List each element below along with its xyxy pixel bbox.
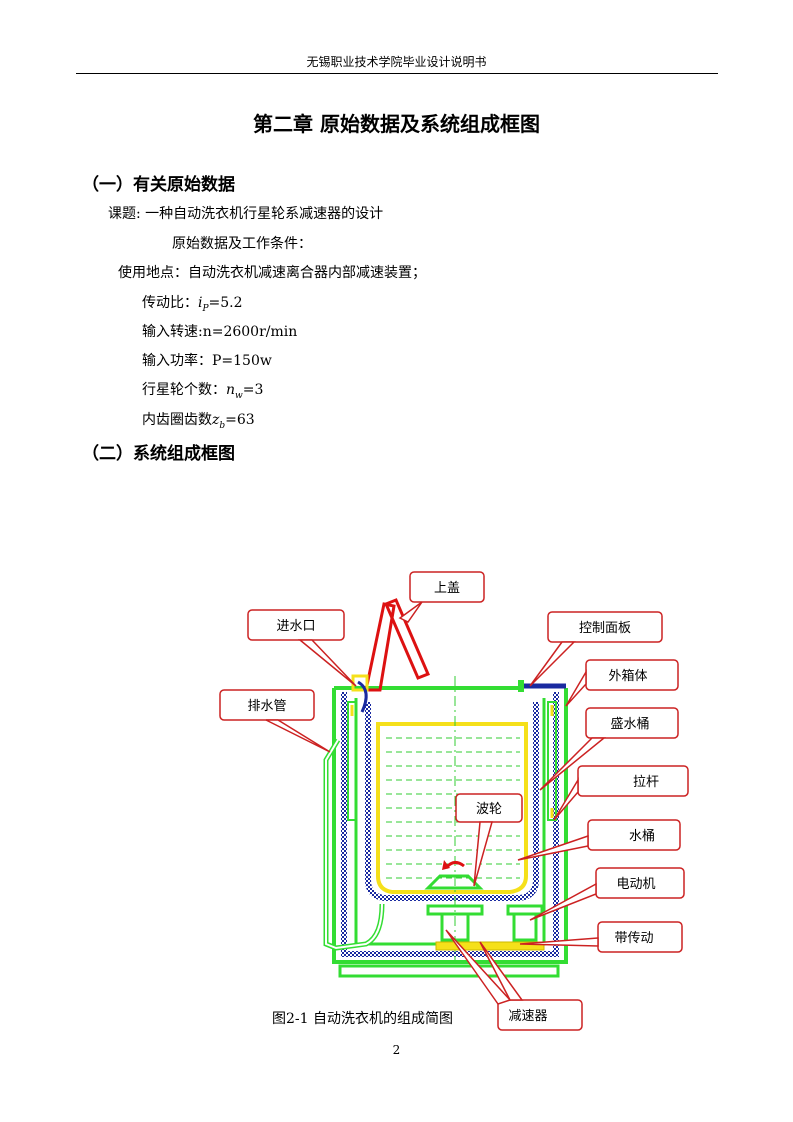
tub-label: 水桶 <box>629 829 655 844</box>
reducer-body <box>440 912 470 942</box>
inlet-pipe <box>357 680 368 713</box>
lid-flap-shape <box>384 598 430 680</box>
panel-label: 控制面板 <box>579 621 631 636</box>
ratio-value: =5.2 <box>208 295 243 311</box>
base-rail <box>338 964 560 978</box>
belt-shape <box>435 941 545 951</box>
impeller-label: 波轮 <box>476 802 502 817</box>
planets-subscript: w <box>235 390 243 401</box>
page-header: 无锡职业技术学院毕业设计说明书 <box>306 55 487 69</box>
inner-wall <box>354 698 546 946</box>
ratio-symbol: i <box>198 295 203 311</box>
left-rod <box>347 701 357 821</box>
rod-label: 拉杆 <box>633 775 659 790</box>
panel-callout-box <box>547 611 663 643</box>
right-rod <box>547 701 557 821</box>
belt-callout-box <box>597 921 683 953</box>
figure-caption: 图2-1 自动洗衣机的组成简图 <box>272 1011 453 1027</box>
lid-callout-box <box>409 571 485 603</box>
impeller-callout-box <box>455 793 523 823</box>
motor-callout-box <box>595 867 685 899</box>
planets-line: 行星轮个数：nw=3 <box>142 379 263 401</box>
cabinet-label: 外箱体 <box>608 668 647 684</box>
teeth-symbol: z <box>212 412 220 428</box>
outer-cabinet-shape <box>332 688 568 964</box>
ratio-line: 传动比：iP=5.2 <box>142 292 243 314</box>
motor-label: 电动机 <box>616 877 655 892</box>
topic-line: 课题: 一种自动洗衣机行星轮系减速器的设计 <box>108 206 384 222</box>
planets-value: =3 <box>242 382 264 398</box>
ratio-subscript: P <box>202 303 209 314</box>
outer-tub-label: 盛水桶 <box>610 717 649 732</box>
drain-label: 排水管 <box>247 699 286 714</box>
teeth-subscript: b <box>219 420 226 431</box>
motor-body <box>512 912 538 942</box>
section2-heading: （二）系统组成框图 <box>82 444 235 464</box>
teeth-value: =63 <box>225 412 255 428</box>
lid-label: 上盖 <box>434 581 460 596</box>
water-tub-shape <box>376 722 528 894</box>
conditions-line: 原始数据及工作条件： <box>172 236 312 252</box>
motor-top <box>506 904 544 916</box>
drain-callout-box <box>219 689 315 721</box>
outer-tub-hatch <box>341 692 559 957</box>
rod-callout-box <box>577 765 689 797</box>
belt-label: 带传动 <box>614 931 653 946</box>
tub-callout-box <box>587 819 681 851</box>
teeth-line: 内齿圈齿数zb=63 <box>142 409 255 431</box>
reducer-top <box>426 904 484 916</box>
speed-line: 输入转速:n=2600r/min <box>142 324 298 340</box>
location-line: 使用地点：自动洗衣机减速离合器内部减速装置； <box>118 265 426 281</box>
callout-leaders <box>265 601 607 1005</box>
section1-heading: （一）有关原始数据 <box>82 175 235 195</box>
header-rule <box>76 73 718 74</box>
chapter-title: 第二章 原始数据及系统组成框图 <box>253 112 540 136</box>
lid-shape <box>364 602 396 692</box>
ratio-label: 传动比： <box>142 295 198 311</box>
water-lines <box>386 737 520 879</box>
cabinet-callout-box <box>585 659 679 691</box>
inner-tub-hatch <box>365 702 539 901</box>
drain-pipe-shape <box>323 738 385 951</box>
teeth-label: 内齿圈齿数 <box>142 412 212 428</box>
planets-symbol: n <box>226 382 236 398</box>
power-line: 输入功率：P=150w <box>142 353 272 369</box>
planets-label: 行星轮个数： <box>142 382 226 398</box>
panel-clip <box>518 680 524 692</box>
inlet-label: 进水口 <box>276 619 315 634</box>
reducer-callout-box <box>497 999 583 1031</box>
impeller-arrow <box>444 861 465 869</box>
inlet-shape <box>351 674 369 692</box>
reducer-label: 减速器 <box>508 1009 547 1024</box>
outer-tub-callout-box <box>585 707 679 739</box>
inlet-callout-box <box>247 609 345 641</box>
impeller-shape <box>424 874 484 890</box>
page-number: 2 <box>392 1043 401 1057</box>
